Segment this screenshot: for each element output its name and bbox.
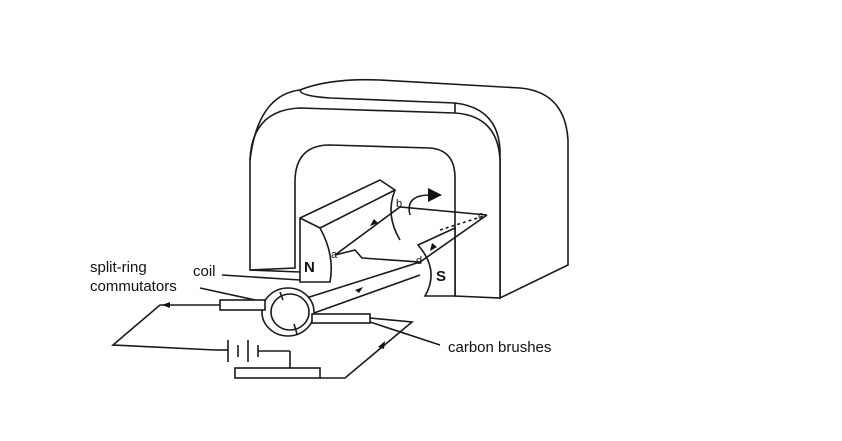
north-pole-label: N bbox=[304, 259, 315, 276]
commutators-label: commutators bbox=[90, 278, 177, 295]
current-arrow-icon bbox=[378, 341, 385, 349]
current-arrow-icon bbox=[370, 219, 378, 226]
split-ring-label: split-ring bbox=[90, 259, 147, 276]
coil-label: coil bbox=[193, 263, 216, 280]
north-pole-piece bbox=[299, 179, 401, 283]
carbon-brushes-label: carbon brushes bbox=[448, 339, 551, 356]
external-circuit bbox=[110, 302, 414, 379]
battery-icon bbox=[215, 340, 290, 362]
south-pole-label: S bbox=[436, 268, 446, 285]
point-b-label: b bbox=[396, 198, 402, 210]
right-carbon-brush bbox=[311, 313, 371, 324]
point-c-label: c bbox=[478, 210, 484, 222]
left-carbon-brush bbox=[219, 299, 266, 311]
current-arrow-icon bbox=[162, 302, 170, 308]
rotation-arrow-icon bbox=[428, 188, 442, 202]
split-ring-commutator bbox=[261, 287, 315, 337]
point-a-label: a bbox=[331, 249, 338, 261]
coil bbox=[299, 188, 488, 319]
current-arrow-icon bbox=[430, 243, 437, 251]
resistor-plate bbox=[234, 367, 321, 379]
current-arrow-icon bbox=[355, 287, 363, 293]
horseshoe-magnet bbox=[249, 78, 569, 300]
point-d-label: d bbox=[416, 255, 422, 267]
south-pole-piece bbox=[416, 226, 456, 297]
